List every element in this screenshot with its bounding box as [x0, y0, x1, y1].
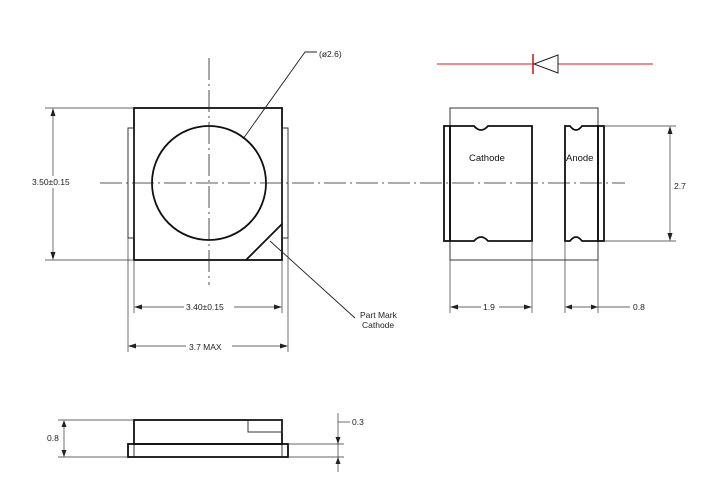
body-height-label: 3.50±0.15 [32, 177, 70, 187]
diode-triangle [532, 54, 559, 74]
part-mark-label-line1: Part Mark [360, 310, 398, 320]
diameter-label: (ø2.6) [319, 49, 342, 59]
side-view-base [127, 443, 289, 458]
anode-label: Anode [566, 153, 593, 164]
side-view-mark-step [247, 419, 283, 433]
diode-symbol [437, 54, 653, 74]
anode-pad-tab [597, 125, 605, 242]
bottom-view: Cathode Anode 2.7 1.9 0.8 [443, 107, 688, 313]
cathode-pad-tab [443, 125, 451, 242]
package-height-label: 0.8 [47, 433, 59, 443]
part-mark-leader [269, 240, 356, 319]
anode-pad [564, 125, 599, 242]
cathode-label: Cathode [469, 153, 505, 164]
side-view: 0.8 0.3 [46, 413, 364, 472]
max-width-label: 3.7 MAX [189, 342, 222, 352]
body-width-label: 3.40±0.15 [186, 302, 224, 312]
top-view-body [133, 107, 283, 261]
top-view: (ø2.6) Part Mark Cathode 3.50±0.15 3.40±… [30, 49, 625, 352]
cathode-width-label: 1.9 [483, 302, 495, 312]
pad-height-label: 2.7 [674, 181, 686, 191]
cathode-chamfer [245, 223, 283, 261]
diameter-leader [242, 51, 317, 140]
part-mark-label-line2: Cathode [362, 320, 394, 330]
lens-height-label: 0.3 [352, 417, 364, 427]
anode-width-label: 0.8 [633, 302, 645, 312]
cathode-pad [449, 125, 533, 242]
